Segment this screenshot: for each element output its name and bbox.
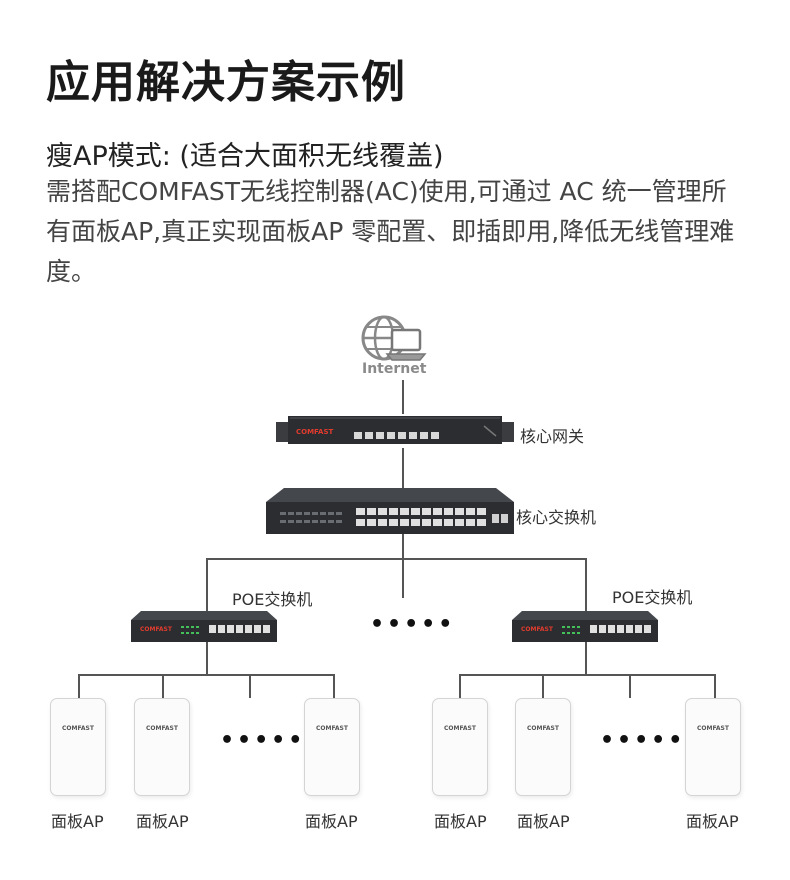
core-switch-device: [266, 488, 514, 534]
internet-label: Internet: [362, 361, 427, 377]
ap3-drop: [333, 674, 335, 698]
ellipsis-aps-left: •••••: [220, 728, 306, 753]
poe-switch-left-device: [131, 611, 277, 642]
ap-brand-logo: COMFAST: [316, 725, 348, 732]
ap-brand-logo: COMFAST: [527, 725, 559, 732]
internet-to-gateway-line: [402, 380, 404, 414]
ap-label: 面板AP: [517, 812, 570, 831]
internet-globe-icon: [361, 315, 427, 361]
branch-left-vline: [206, 558, 208, 611]
ellipsis-switches: •••••: [370, 612, 456, 637]
poe-left-ap-hline: [78, 674, 335, 676]
gateway-to-core-line: [402, 448, 404, 488]
ap6-drop: [714, 674, 716, 698]
gateway-label: 核心网关: [520, 427, 585, 446]
ap-label: 面板AP: [434, 812, 487, 831]
core-switch-label: 核心交换机: [516, 508, 597, 527]
poe-switch-right-label: POE交换机: [612, 588, 693, 607]
poe-switch-right-device: [512, 611, 658, 642]
ap-label: 面板AP: [136, 812, 189, 831]
branch-mid-vline: [402, 558, 404, 598]
ap2-drop: [162, 674, 164, 698]
poe-right-brand-logo: COMFAST: [521, 626, 553, 633]
ap-mid-right-drop: [629, 674, 631, 698]
ellipsis-aps-right: •••••: [600, 728, 686, 753]
panel-ap-device: COMFAST: [685, 698, 741, 796]
panel-ap-device: COMFAST: [515, 698, 571, 796]
panel-ap-device: COMFAST: [50, 698, 106, 796]
mode-description: 需搭配COMFAST无线控制器(AC)使用,可通过 AC 统一管理所有面板AP,…: [46, 177, 735, 286]
ap5-drop: [542, 674, 544, 698]
panel-ap-device: COMFAST: [134, 698, 190, 796]
poe-left-down-line: [206, 642, 208, 674]
poe-right-down-line: [585, 642, 587, 674]
ap-label: 面板AP: [686, 812, 739, 831]
ap-label: 面板AP: [305, 812, 358, 831]
core-down-line: [402, 534, 404, 558]
ap4-drop: [459, 674, 461, 698]
poe-right-ap-hline: [459, 674, 716, 676]
mode-subtitle: 瘦AP模式: (适合大面积无线覆盖): [46, 141, 444, 172]
ap1-drop: [78, 674, 80, 698]
gateway-brand-logo: COMFAST: [296, 428, 334, 436]
page-title: 应用解决方案示例: [46, 57, 406, 108]
ap-brand-logo: COMFAST: [697, 725, 729, 732]
ap-brand-logo: COMFAST: [444, 725, 476, 732]
ap-brand-logo: COMFAST: [62, 725, 94, 732]
core-gateway-device: [276, 416, 514, 444]
poe-left-brand-logo: COMFAST: [140, 626, 172, 633]
ap-label: 面板AP: [51, 812, 104, 831]
branch-right-vline: [585, 558, 587, 611]
panel-ap-device: COMFAST: [432, 698, 488, 796]
ap-brand-logo: COMFAST: [146, 725, 178, 732]
poe-switch-left-label: POE交换机: [232, 590, 313, 609]
ap-mid-left-drop: [249, 674, 251, 698]
core-branch-hline: [206, 558, 587, 560]
panel-ap-device: COMFAST: [304, 698, 360, 796]
